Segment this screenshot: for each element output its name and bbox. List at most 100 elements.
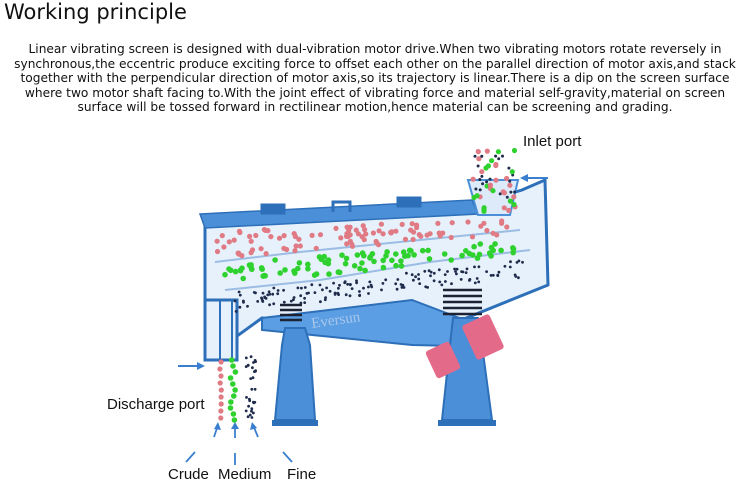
fine-particle [332, 281, 335, 285]
crude-particle [355, 231, 361, 237]
fine-particle [337, 286, 340, 290]
fine-stream-particle [244, 409, 248, 413]
fine-particle [454, 270, 457, 273]
medium-particle [406, 247, 413, 254]
fine-particle [517, 276, 520, 280]
crude-particle [292, 248, 298, 254]
fine-particle [450, 282, 453, 286]
crude-particle [219, 233, 225, 239]
fine-particle [429, 270, 433, 274]
crude-particle [247, 233, 253, 239]
crude-particle [281, 245, 287, 251]
medium-particle [380, 264, 387, 271]
medium-particle [343, 255, 350, 262]
inlet-particle [476, 164, 480, 168]
left-support [273, 327, 317, 421]
medium-particle [249, 266, 255, 273]
fine-particle [443, 273, 447, 276]
fine-particle [296, 286, 300, 290]
fine-stream-particle [250, 387, 254, 391]
fine-label: Fine [287, 466, 317, 483]
fine-particle [276, 292, 280, 296]
inlet-particle [511, 201, 517, 208]
inlet-particle [484, 148, 490, 154]
fine-particle [266, 293, 270, 297]
fine-stream-particle [251, 366, 254, 370]
fine-particle [282, 300, 286, 304]
fine-particle [292, 296, 296, 299]
inlet-particle [475, 149, 481, 155]
fine-particle [323, 298, 327, 302]
fine-particle [368, 280, 372, 284]
description-text: Linear vibrating screen is designed with… [14, 42, 736, 115]
fine-particle [238, 305, 242, 309]
fine-particle [417, 277, 421, 281]
fine-particle [370, 285, 374, 289]
crude-particle [399, 221, 405, 227]
medium-particle [380, 257, 387, 264]
inlet-particle [485, 163, 491, 169]
crude-particle [376, 228, 382, 234]
crude-particle [235, 250, 241, 256]
inlet-particle [505, 195, 509, 199]
inlet-particle [480, 154, 484, 158]
fine-particle [313, 291, 317, 294]
crude-particle [427, 231, 433, 237]
crude-particle [214, 248, 221, 255]
medium-particle [369, 251, 376, 257]
crude-particle [437, 233, 443, 239]
inlet-particle [497, 157, 501, 161]
crude-stream-particle [218, 359, 224, 365]
medium-particle [282, 267, 288, 273]
motor-icon [425, 314, 504, 379]
crude-particle [268, 234, 274, 240]
fine-particle [350, 287, 354, 290]
fine-particle [303, 296, 306, 300]
crude-particle [362, 227, 368, 233]
crude-particle [380, 231, 386, 237]
crude-particle [296, 236, 302, 242]
medium-particle [476, 251, 483, 258]
inlet-particle [509, 169, 515, 175]
fine-particle [395, 287, 399, 291]
fine-particle [423, 269, 427, 273]
crude-particle [226, 239, 232, 245]
fine-stream-particle [251, 376, 255, 380]
crude-particle [347, 238, 353, 244]
fine-particle [261, 300, 265, 303]
inlet-particle [507, 198, 513, 204]
crude-label: Crude [168, 466, 209, 483]
medium-particle [272, 257, 278, 263]
fine-particle [303, 301, 307, 304]
medium-particle [322, 259, 328, 266]
fine-stream-particle [248, 413, 252, 417]
page-title: Working principle [4, 0, 187, 24]
fine-particle [242, 300, 245, 304]
fine-particle [233, 299, 237, 303]
fine-particle [401, 283, 405, 287]
medium-particle [510, 249, 516, 256]
medium-particle [393, 251, 399, 257]
fine-stream-particle [246, 363, 250, 367]
fine-stream-particle [246, 415, 250, 419]
medium-particle [261, 272, 268, 279]
crude-particle [375, 242, 382, 248]
inlet-particle [494, 154, 498, 158]
crude-particle [378, 221, 384, 227]
inlet-particle [508, 179, 512, 183]
fine-particle [417, 273, 420, 276]
fine-particle [268, 292, 272, 296]
fine-particle [461, 270, 465, 274]
crude-particle [414, 224, 420, 231]
medium-particle [362, 267, 368, 274]
fine-particle [289, 299, 293, 303]
fine-particle [256, 300, 260, 303]
fine-particle [503, 264, 507, 268]
fine-stream-particle [247, 404, 251, 408]
inlet-particle [498, 192, 502, 196]
fine-stream-particle [245, 396, 248, 399]
inlet-particle [504, 175, 510, 182]
medium-particle [305, 266, 311, 272]
medium-stream-particle [228, 357, 235, 363]
fine-particle [348, 294, 352, 298]
